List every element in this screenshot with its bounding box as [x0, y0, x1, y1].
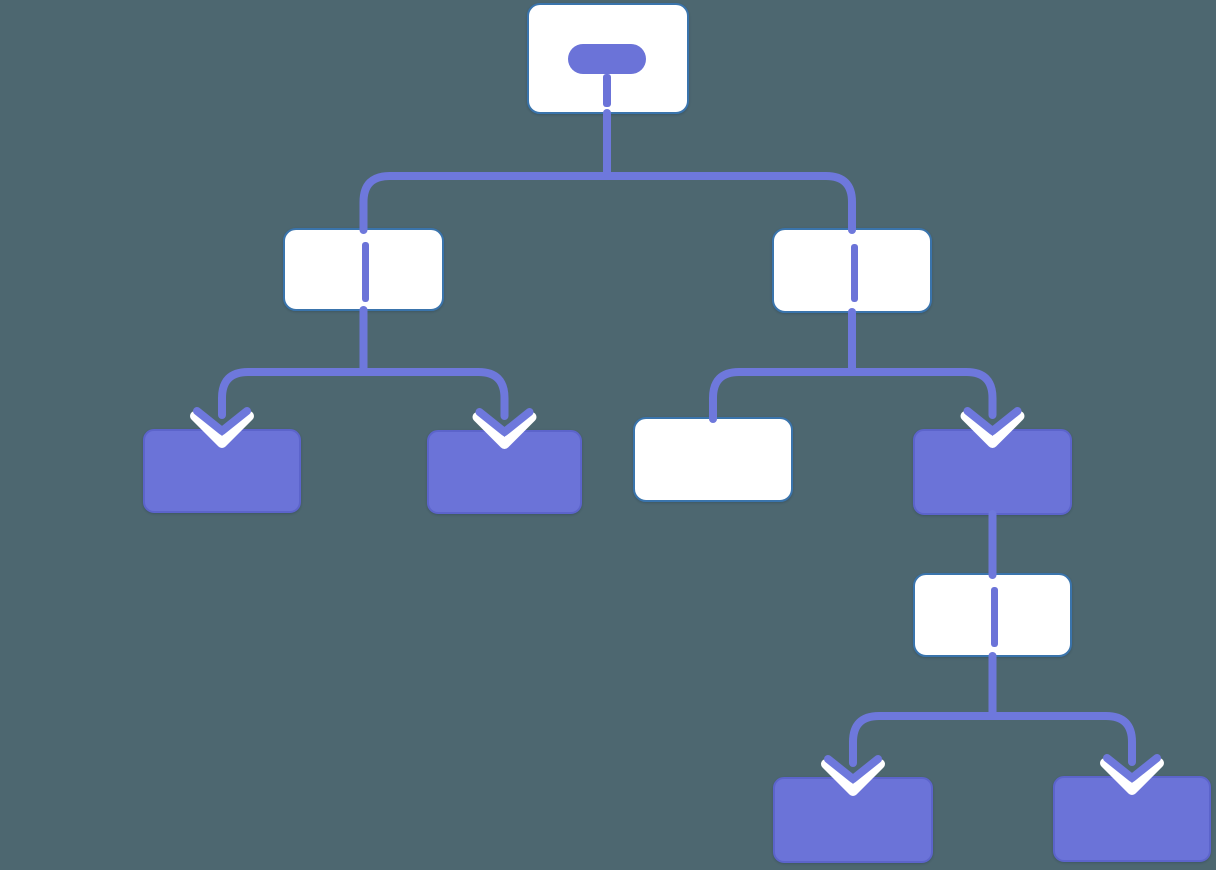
node-branch-lower[interactable] [913, 573, 1072, 657]
chevron-arrowhead [475, 408, 534, 436]
node-leaf-mid-left[interactable] [427, 430, 582, 514]
node-plain-white[interactable] [633, 417, 793, 502]
node-branch-right[interactable] [772, 228, 932, 313]
pass-through-bar [991, 587, 998, 647]
pass-through-bar [362, 242, 369, 302]
chevron-arrowhead [824, 755, 882, 783]
chevron-arrowhead [193, 407, 251, 435]
connector-branch [218, 368, 509, 420]
connector-branch [359, 172, 856, 234]
node-leaf-bottom-left[interactable] [773, 777, 933, 863]
start-pill-shape [568, 44, 646, 74]
node-branch-left[interactable] [283, 228, 444, 311]
node-leaf-far-left[interactable] [143, 429, 301, 513]
start-pill-stem [603, 74, 611, 107]
connector-branch [849, 712, 1136, 767]
node-leaf-mid-right[interactable] [913, 429, 1072, 515]
node-leaf-bottom-right[interactable] [1053, 776, 1211, 862]
pass-through-bar [851, 244, 858, 302]
node-root-start[interactable] [527, 3, 689, 114]
connector-branch [709, 368, 997, 423]
chevron-arrowhead [963, 407, 1022, 435]
chevron-arrowhead [1103, 754, 1161, 782]
